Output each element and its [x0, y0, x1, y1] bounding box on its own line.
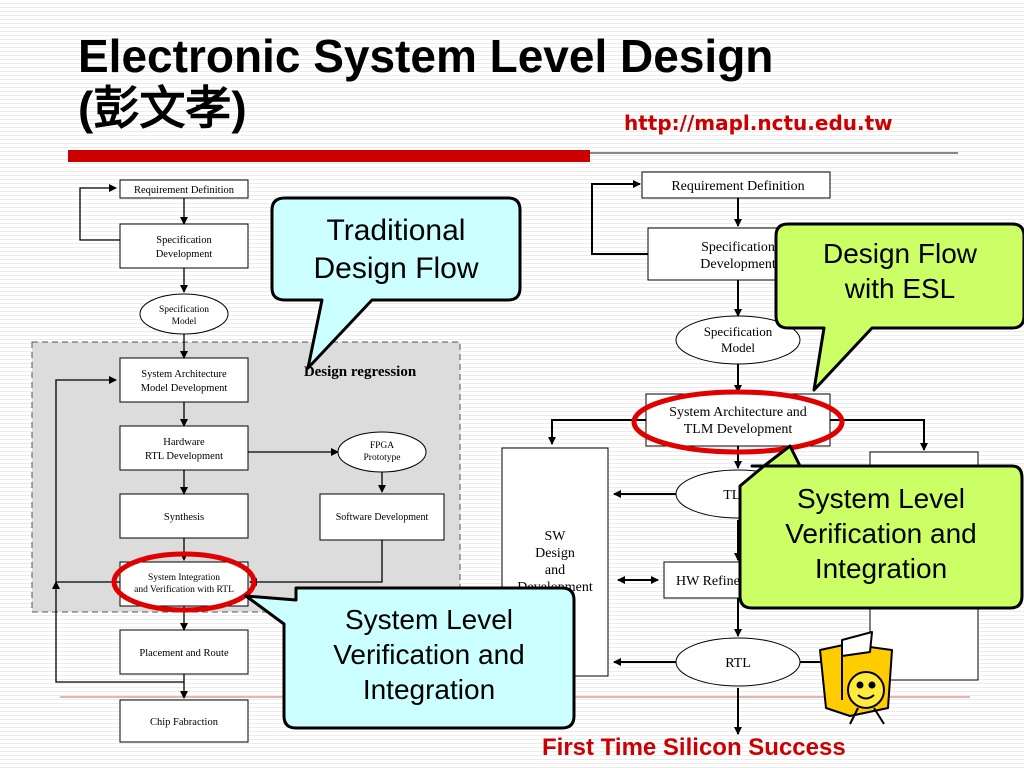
callout-verif-right-line-2: Verification and: [785, 518, 977, 549]
esl-spec-model-text-1: Specification: [704, 324, 773, 339]
callout-verif-left-line-1: System Level: [344, 604, 514, 635]
callout-traditional-line-2: Design Flow: [313, 251, 479, 285]
esl-requirement-text: Requirement Definition: [671, 179, 804, 194]
trad-fpga-ellipse: [337, 431, 427, 473]
trad-spec-dev-text-1: Specification: [156, 235, 212, 246]
esl-sys-arch-text-1: System Architecture and: [669, 405, 807, 420]
smiley-flag-mascot-icon: [819, 631, 893, 725]
trad-fpga-text-1: FPGA: [370, 441, 394, 451]
trad-software-text: Software Development: [336, 512, 429, 523]
title-underline: [68, 150, 590, 162]
esl-sw-text-2: Design: [535, 546, 575, 561]
trad-integration-text-2: and Verification with RTL: [134, 584, 234, 595]
trad-requirement-box: [119, 179, 249, 199]
callout-verif-right-line-3: Integration: [814, 553, 948, 584]
callout-traditional-text: Traditional Design Flow: [272, 212, 520, 287]
trad-chip-fab-box: [119, 699, 249, 743]
callout-verif-left-line-2: Verification and: [333, 639, 525, 670]
trad-spec-dev-box: [119, 223, 249, 269]
esl-spec-dev-text-1: Specification: [701, 240, 775, 255]
trad-spec-model-ellipse: [139, 293, 229, 335]
title-line-2: (彭文孝): [78, 82, 247, 134]
trad-hw-rtl-text-1: Hardware: [163, 437, 205, 448]
trad-sys-arch-box: [119, 357, 249, 403]
trad-integration-highlight: [111, 551, 257, 613]
esl-rtl-ellipse: [675, 637, 801, 687]
trad-hw-rtl-box: [119, 425, 249, 471]
esl-sys-arch-highlight: [631, 389, 845, 455]
trad-hw-rtl-text-2: RTL Development: [145, 451, 223, 462]
header-url: http://mapl.nctu.edu.tw: [624, 111, 893, 135]
callout-esl-line-1: Design Flow: [822, 238, 978, 269]
esl-sys-arch-text-2: TLM Development: [684, 422, 793, 437]
esl-spec-model-ellipse: [675, 315, 801, 365]
esl-sw-text-3: and: [545, 563, 565, 578]
callout-verif-right-line-1: System Level: [796, 483, 966, 514]
esl-requirement-box: [641, 171, 831, 199]
callout-verification-left-text: System Level Verification and Integratio…: [284, 602, 574, 707]
esl-spec-dev-text-2: Development: [700, 257, 776, 272]
callout-traditional-line-1: Traditional: [326, 214, 466, 247]
trad-integration-text-1: System Integration: [148, 573, 220, 583]
footer-tagline: First Time Silicon Success: [542, 734, 846, 761]
trad-placement-box: [119, 629, 249, 675]
callout-verification-right-bubble: [738, 444, 1024, 610]
esl-sw-text-1: SW: [545, 529, 567, 544]
trad-spec-model-text-1: Specification: [159, 304, 209, 315]
trad-placement-text: Placement and Route: [139, 648, 229, 659]
callout-verification-right-text: System Level Verification and Integratio…: [740, 481, 1022, 586]
esl-sys-arch-box: [645, 393, 831, 447]
esl-rtl-text: RTL: [725, 656, 751, 671]
callout-esl-text: Design Flow with ESL: [776, 236, 1024, 306]
trad-integration-box: [119, 561, 249, 607]
trad-software-box: [319, 493, 445, 541]
title-rule-thin: [590, 152, 958, 154]
trad-spec-model-text-2: Model: [172, 317, 197, 327]
esl-spec-model-text-2: Model: [721, 340, 755, 355]
slide-title: Electronic System Level Design (彭文孝): [78, 30, 773, 134]
trad-spec-dev-text-2: Development: [156, 249, 213, 260]
callout-traditional-bubble: [270, 196, 522, 370]
trad-sys-arch-text-1: System Architecture: [141, 369, 227, 380]
callout-esl-line-2: with ESL: [844, 273, 956, 304]
trad-fpga-text-2: Prototype: [364, 453, 401, 463]
trad-chip-fab-text: Chip Fabraction: [150, 717, 219, 728]
title-line-1: Electronic System Level Design: [78, 30, 774, 82]
trad-requirement-text: Requirement Definition: [134, 185, 235, 196]
trad-synthesis-box: [119, 493, 249, 539]
trad-synthesis-text: Synthesis: [164, 512, 204, 523]
design-regression-label: Design regression: [304, 364, 417, 380]
callout-esl-bubble: [774, 222, 1024, 392]
callout-verif-left-line-3: Integration: [362, 674, 496, 705]
trad-sys-arch-text-2: Model Development: [141, 383, 228, 394]
callout-verification-left-bubble: [244, 586, 576, 730]
